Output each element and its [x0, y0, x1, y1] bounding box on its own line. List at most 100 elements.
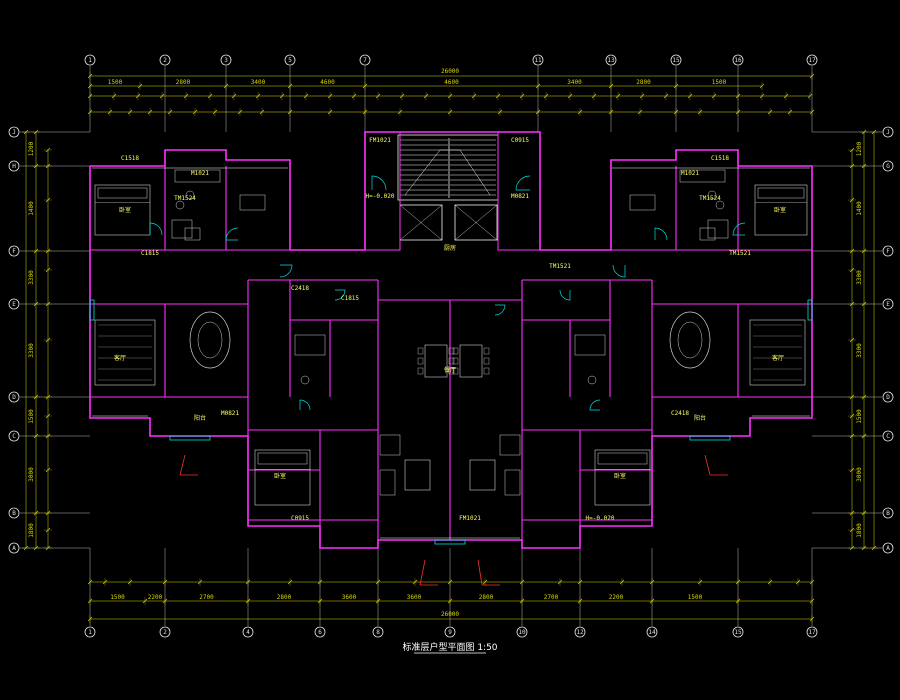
axis-label-bottom: 12	[576, 629, 584, 636]
bed-pillow	[597, 452, 648, 465]
dimension-value: 3400	[567, 79, 582, 86]
fixture	[294, 334, 326, 356]
door-swing	[371, 175, 387, 191]
bed-pillow	[257, 452, 308, 465]
dimension-value: 1500	[110, 594, 125, 601]
axis-grid-layer	[20, 66, 882, 626]
axis-bubble-left	[8, 126, 20, 138]
room-label: 卧室	[774, 206, 786, 214]
dimension-value: 1500	[688, 594, 703, 601]
room-label: 餐厅	[444, 366, 456, 374]
dimension-value: 2800	[277, 594, 292, 601]
dimension-value: 3300	[856, 343, 863, 358]
annotation-leader	[704, 454, 711, 476]
axis-label-left: J	[12, 129, 16, 136]
dimension-value: 1800	[856, 523, 863, 538]
sofa-left	[94, 319, 156, 386]
door-window-tag: M1021	[191, 170, 209, 177]
bed-pillow	[97, 187, 148, 199]
chair	[417, 347, 424, 355]
window	[689, 435, 731, 441]
axis-label-left: C	[12, 433, 16, 440]
fixture	[679, 169, 726, 183]
axis-bubble-top	[84, 54, 96, 66]
axis-bubble-bottom	[159, 626, 171, 638]
axis-label-right: A	[886, 545, 890, 552]
door-window-tag: M0821	[221, 410, 239, 417]
door-swing	[334, 289, 346, 301]
door-swing	[149, 222, 163, 236]
door-swing	[299, 399, 311, 411]
chair	[483, 367, 490, 375]
annotation-leader	[179, 454, 186, 476]
axis-bubble-bottom	[806, 626, 818, 638]
axis-label-bottom: 15	[734, 629, 742, 636]
axis-label-left: E	[12, 301, 16, 308]
axis-label-right: J	[886, 129, 890, 136]
door-window-tag: C2418	[291, 285, 309, 292]
room-label: 卧室	[614, 472, 626, 480]
axis-label-top: 13	[607, 57, 615, 64]
chair	[483, 347, 490, 355]
core-wall-left	[364, 131, 401, 251]
bed-top-left	[94, 184, 151, 236]
axis-label-left: B	[12, 510, 16, 517]
door-window-tag: H=-0.020	[366, 193, 395, 200]
side-sofa	[504, 469, 521, 496]
dimension-overall-bottom: 26000	[441, 611, 459, 618]
door-window-tag: C1815	[341, 295, 359, 302]
toilet	[185, 190, 195, 200]
dimension-value: 3600	[342, 594, 357, 601]
fixture	[574, 334, 606, 356]
dimension-value: 2700	[199, 594, 214, 601]
axis-label-top: 5	[288, 57, 292, 64]
rug-right-inner	[677, 321, 703, 359]
axis-bubble-right	[882, 126, 894, 138]
chair	[452, 367, 459, 375]
dimension-value: 2800	[176, 79, 191, 86]
door-window-tag: TM1521	[729, 250, 751, 257]
toilet	[587, 375, 597, 385]
armchair	[379, 434, 401, 456]
door-swing	[515, 175, 531, 191]
axis-bubble-left	[8, 391, 20, 403]
elevator-cross	[454, 204, 498, 241]
room-label: 客厅	[114, 354, 126, 362]
dimension-value: 3400	[251, 79, 266, 86]
dining-table-left	[424, 344, 448, 378]
chair	[448, 357, 455, 365]
axis-bubble-top	[220, 54, 232, 66]
dimension-value: 2200	[609, 594, 624, 601]
axis-label-top: 17	[808, 57, 816, 64]
window	[807, 299, 813, 321]
axis-label-left: D	[12, 394, 16, 401]
chair	[448, 367, 455, 375]
dimension-overall-top: 26000	[441, 68, 459, 75]
dimension-value: 1200	[856, 141, 863, 156]
axis-bubble-left	[8, 160, 20, 172]
door-window-tag: C1518	[711, 155, 729, 162]
door-window-tag: FM1021	[459, 515, 481, 522]
room-label-layer: 卧室卧室客厅客厅餐厅卧室卧室厨房阳台阳台	[114, 206, 786, 480]
axis-bubble-right	[882, 507, 894, 519]
stair-arrow	[404, 149, 491, 196]
axis-label-bottom: 6	[318, 629, 322, 636]
axis-bubble-top	[159, 54, 171, 66]
chair	[417, 357, 424, 365]
window	[89, 299, 95, 321]
dimension-value: 3300	[856, 270, 863, 285]
drawing-title: 标准层户型平面图 1:50	[402, 641, 497, 653]
axis-bubble-bottom	[444, 626, 456, 638]
axis-bubble-right	[882, 391, 894, 403]
door-swing	[279, 264, 293, 278]
door-window-tag: M0821	[511, 193, 529, 200]
axis-bubble-bottom	[516, 626, 528, 638]
desk	[184, 227, 201, 241]
room-label: 阳台	[694, 414, 706, 422]
dimension-value: 1500	[108, 79, 123, 86]
fixture	[707, 219, 729, 239]
axis-bubble-bottom	[372, 626, 384, 638]
bed-bottom-left	[254, 449, 311, 506]
axis-label-bottom: 14	[648, 629, 656, 636]
